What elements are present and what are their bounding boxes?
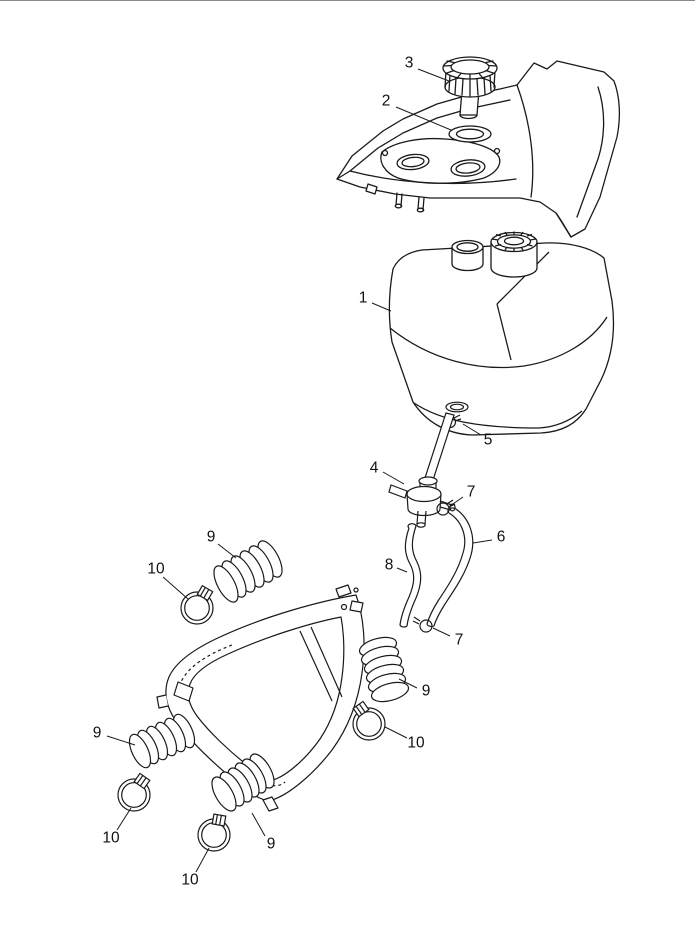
callout-label-10-right: 10 (407, 735, 425, 752)
callout-label-9-top: 9 (207, 529, 216, 546)
spring-9-right (358, 636, 410, 703)
callout-label-5: 5 (484, 432, 493, 449)
clamp-10-bottomleft (117, 772, 151, 812)
callout-label-7-upper: 7 (467, 484, 476, 501)
callout-label-10-bottommid: 10 (181, 872, 199, 889)
tank-filler-necks (451, 231, 538, 278)
fuel-cap (442, 56, 498, 120)
callout-label-7-lower: 7 (455, 632, 464, 649)
cap-gasket (448, 125, 492, 143)
hose-clamp-7-lower (412, 616, 433, 633)
clamp-10-bottommid (197, 813, 231, 852)
spring-9-bottom (211, 753, 275, 812)
leader-lines (106, 68, 493, 873)
tank-outlet-clip (443, 401, 469, 429)
callout-label-6: 6 (497, 529, 506, 546)
fuel-hose-6 (426, 507, 474, 628)
callout-label-10-bottomleft: 10 (102, 830, 120, 847)
callout-label-2: 2 (382, 93, 391, 110)
fuel-hose-8 (399, 523, 422, 628)
fuel-tank (388, 242, 615, 436)
spring-9-top (213, 540, 283, 603)
spring-9-left (128, 713, 196, 769)
callout-label-9-left: 9 (93, 725, 102, 742)
callout-label-1: 1 (359, 290, 368, 307)
callout-label-3: 3 (405, 55, 414, 72)
clamp-10-topleft (180, 584, 214, 625)
callout-label-8: 8 (385, 557, 394, 574)
callout-label-4: 4 (370, 460, 379, 477)
body-panel (336, 60, 621, 238)
fuel-valve (388, 412, 456, 528)
callout-label-10-topleft: 10 (147, 561, 165, 578)
clamp-10-right (352, 700, 386, 741)
callout-label-9-right: 9 (422, 683, 431, 700)
callout-label-9-bottom: 9 (267, 836, 276, 853)
